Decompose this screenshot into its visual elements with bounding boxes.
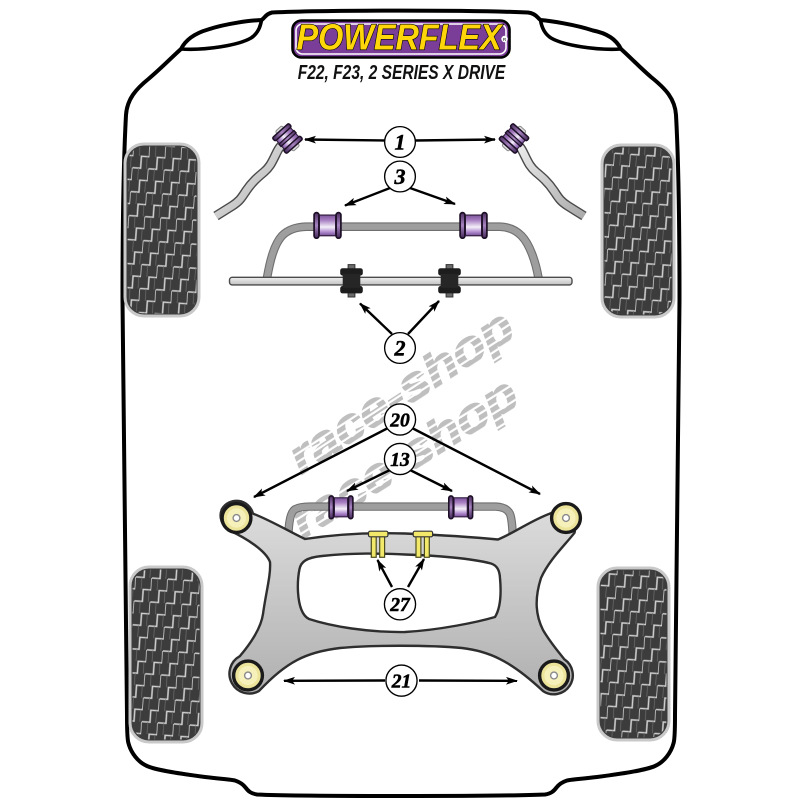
svg-text:21: 21	[391, 672, 412, 693]
svg-text:2: 2	[394, 336, 406, 361]
svg-text:3: 3	[394, 164, 406, 189]
svg-text:20: 20	[389, 410, 410, 431]
svg-text:POWERFLEX: POWERFLEX	[296, 18, 503, 58]
svg-text:R: R	[503, 37, 507, 42]
svg-text:1: 1	[395, 130, 406, 155]
svg-text:27: 27	[389, 595, 411, 616]
svg-text:13: 13	[390, 450, 410, 471]
svg-text:F22, F23, 2 SERIES X DRIVE: F22, F23, 2 SERIES X DRIVE	[298, 61, 506, 84]
